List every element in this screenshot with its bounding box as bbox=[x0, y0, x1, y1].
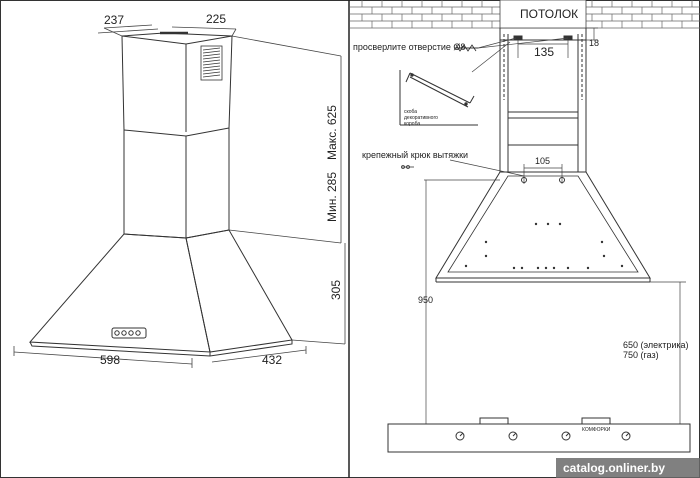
hook-icon bbox=[401, 165, 414, 169]
drill-note: просверлите отверстие Ø8 bbox=[353, 42, 465, 52]
dim-ceiling-offset: 18 bbox=[589, 38, 599, 48]
decorative-bracket-detail bbox=[399, 70, 478, 126]
watermark-badge bbox=[556, 458, 700, 478]
dim-min-height: Мин. 285 bbox=[325, 172, 339, 222]
dim-hook-spacing: 105 bbox=[535, 156, 550, 166]
dim-bracket-spacing: 135 bbox=[534, 45, 554, 59]
dim-total-height: 950 bbox=[418, 295, 433, 305]
hob-label: КОМФОРКИ bbox=[582, 427, 611, 433]
bracket-caption-line-3: короба bbox=[404, 121, 420, 127]
left-dimension-labels: 237 225 Макс. 625 Мин. 285 305 598 432 bbox=[100, 12, 343, 367]
height-dimension-lines bbox=[424, 179, 686, 424]
bracket-caption: скоба декоративного короба bbox=[404, 109, 438, 127]
drill-bit-icon bbox=[454, 44, 478, 52]
dim-width: 598 bbox=[100, 353, 120, 367]
drill-leaders bbox=[471, 37, 569, 73]
hob-knobs bbox=[455, 431, 631, 441]
hob-outline bbox=[387, 417, 691, 453]
bracket-spacing-dim bbox=[517, 27, 598, 58]
hook-spacing-dim bbox=[523, 164, 563, 184]
dim-top-depth: 237 bbox=[104, 13, 124, 27]
ceiling-panel bbox=[499, 0, 587, 29]
bracket-caption-line-1: скоба bbox=[404, 109, 417, 115]
watermark: catalog.onliner.by bbox=[563, 461, 665, 475]
dim-canopy-height: 305 bbox=[329, 280, 343, 300]
hob-knob-icon bbox=[508, 431, 518, 441]
hook-note: крепежный крюк вытяжки bbox=[362, 150, 468, 160]
hob-knob-icon bbox=[561, 431, 571, 441]
bracket-caption-line-2: декоративного bbox=[404, 115, 438, 121]
dim-electric: 650 (электрика) bbox=[623, 340, 689, 350]
ceiling-label: ПОТОЛОК bbox=[520, 7, 578, 21]
hood-3d-view bbox=[28, 31, 293, 357]
canopy-fasteners bbox=[464, 222, 624, 270]
hook-leader bbox=[449, 159, 525, 177]
dim-max-height: Макс. 625 bbox=[325, 105, 339, 160]
left-dimension-lines bbox=[13, 24, 346, 368]
hob-knob-icon bbox=[621, 431, 631, 441]
dim-top-width: 225 bbox=[206, 12, 226, 26]
dim-gas: 750 (газ) bbox=[623, 350, 659, 360]
dim-depth: 432 bbox=[262, 353, 282, 367]
canopy-side-view bbox=[435, 171, 651, 283]
hob-knob-icon bbox=[455, 431, 465, 441]
chimney-outline bbox=[499, 28, 587, 172]
